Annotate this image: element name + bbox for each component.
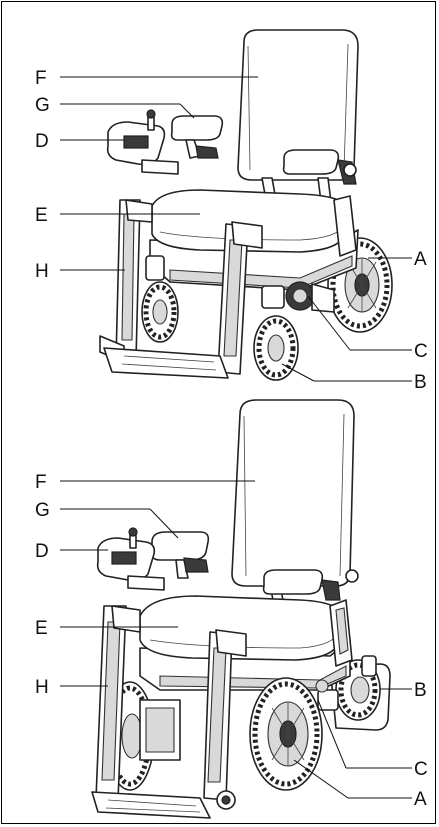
bottom-label-f: F <box>35 472 47 493</box>
bottom-callouts: F G D E H B C A <box>35 472 428 810</box>
bottom-joystick-controller <box>96 527 165 591</box>
bottom-wheelchair-drawing <box>91 399 391 819</box>
top-caster-left <box>141 255 179 343</box>
top-footplate <box>103 347 229 379</box>
top-label-d: D <box>35 131 49 152</box>
top-label-g: G <box>35 95 50 116</box>
top-motor <box>261 281 335 313</box>
bottom-motor <box>315 679 339 711</box>
bottom-armrest-right <box>262 569 324 595</box>
bottom-armrest-left <box>150 531 210 561</box>
bottom-label-d: D <box>35 541 49 562</box>
bottom-label-g: G <box>35 500 50 521</box>
top-wheelchair-drawing <box>99 29 393 381</box>
top-callouts: F G D E H A C B <box>35 68 428 393</box>
top-label-a: A <box>414 249 427 270</box>
top-legrest-right <box>217 221 263 375</box>
top-label-h: H <box>35 261 49 282</box>
bottom-label-b: B <box>414 680 427 701</box>
top-legrest-left <box>99 199 153 363</box>
bottom-legrest-right <box>203 629 247 801</box>
bottom-legrest-left <box>95 605 141 801</box>
top-label-f: F <box>35 68 47 89</box>
bottom-label-c: C <box>414 759 428 780</box>
bottom-footplate <box>91 791 211 819</box>
top-armrest-right <box>282 149 340 175</box>
bottom-label-a: A <box>414 789 427 810</box>
top-joystick-controller <box>106 109 179 175</box>
top-label-c: C <box>414 341 428 362</box>
top-label-e: E <box>35 205 48 226</box>
bottom-drive-wheel <box>249 677 323 791</box>
bottom-label-h: H <box>35 677 49 698</box>
top-caster-right <box>253 315 299 381</box>
top-armrest-left <box>170 115 224 141</box>
top-label-b: B <box>414 372 427 393</box>
bottom-backrest <box>231 399 355 587</box>
bottom-label-e: E <box>35 618 48 639</box>
